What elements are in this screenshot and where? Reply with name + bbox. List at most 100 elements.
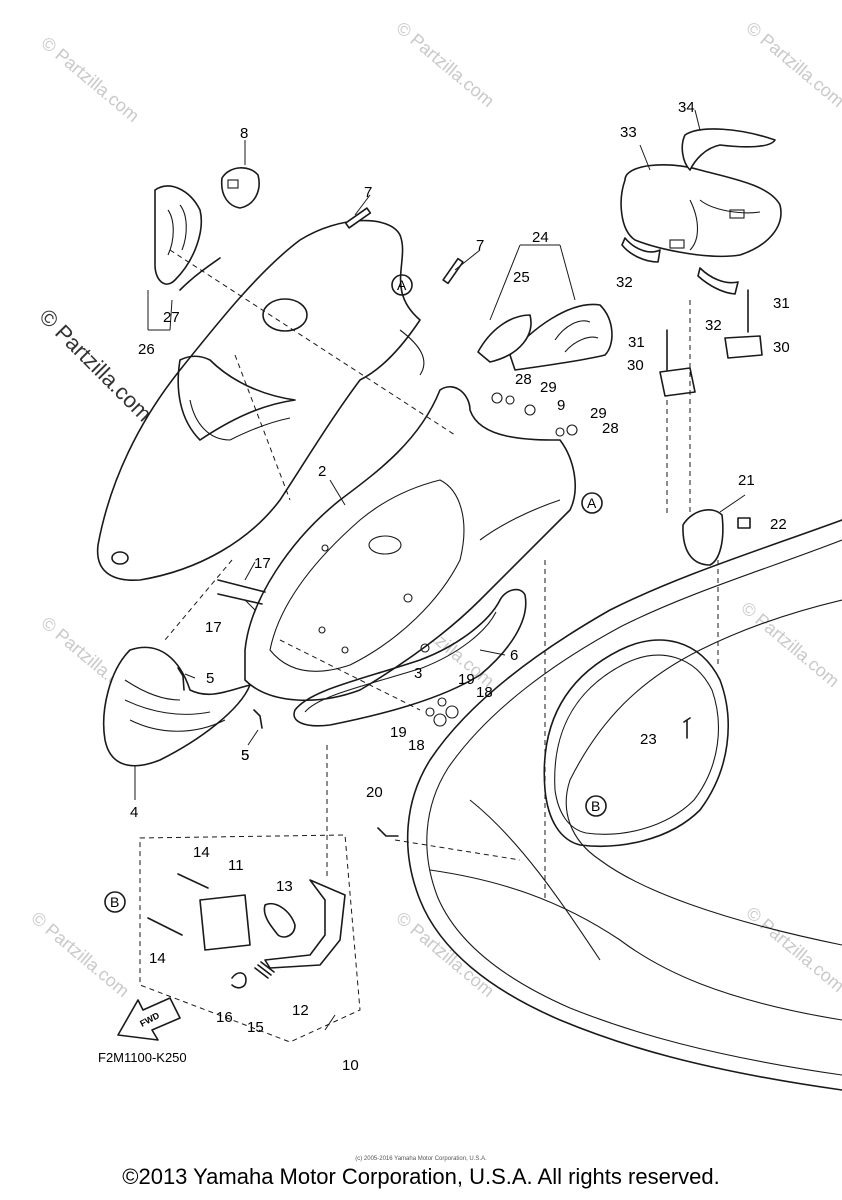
part-14-pin-b — [147, 917, 183, 936]
part-10-kit-outline — [139, 834, 361, 1043]
callout: 30 — [773, 339, 790, 356]
watermark-6: © Partzilla.com — [27, 908, 133, 1001]
part-5-screw-b — [253, 709, 263, 729]
watermark-3: © Partzilla.com — [742, 18, 842, 111]
part-30-bracket-a — [659, 367, 696, 397]
callout: 19 — [390, 724, 407, 741]
part-16-torsion-spring — [231, 972, 247, 989]
part-33-pad — [620, 164, 782, 258]
copyright-notice: ©2013 Yamaha Motor Corporation, U.S.A. A… — [122, 1164, 720, 1189]
callout: 29 — [540, 379, 557, 396]
part-18-nut-a — [445, 705, 459, 719]
part-19-washer-a — [437, 697, 447, 707]
callout: 18 — [408, 737, 425, 754]
callout: 3 — [414, 665, 422, 682]
fwd-arrow-icon — [117, 997, 181, 1041]
callout: 28 — [515, 371, 532, 388]
part-29-washer-b — [555, 427, 565, 437]
ref-marker-b1: B — [585, 795, 607, 817]
callout: 7 — [476, 237, 484, 254]
part-1-hood — [96, 219, 425, 581]
callout: 12 — [292, 1002, 309, 1019]
svg-text:B: B — [591, 798, 600, 814]
part-7-clip-b — [442, 257, 464, 285]
callout: 31 — [773, 295, 790, 312]
diagram-code: F2M1100-K250 — [98, 1050, 187, 1065]
part-15-spring — [254, 961, 275, 979]
part-11-plate — [199, 894, 251, 951]
callout: 19 — [458, 671, 475, 688]
callout: 6 — [510, 647, 518, 664]
callout: 21 — [738, 472, 755, 489]
part-21-cover — [682, 509, 724, 566]
part-26-plate — [154, 185, 221, 291]
part-24-plate — [477, 303, 613, 371]
watermark-2: © Partzilla.com — [392, 18, 498, 111]
callout: 25 — [513, 269, 530, 286]
part-20-screw — [377, 827, 399, 837]
callout: 7 — [364, 184, 372, 201]
callout: 5 — [241, 747, 249, 764]
ref-marker-b2: B — [104, 891, 126, 913]
hull — [406, 519, 842, 1091]
callout: 20 — [366, 784, 383, 801]
svg-text:B: B — [110, 894, 119, 910]
callout: 9 — [557, 397, 565, 414]
part-12-step — [264, 879, 346, 969]
svg-text:A: A — [587, 495, 597, 511]
callout: 32 — [616, 274, 633, 291]
ref-marker-a1: A — [391, 274, 413, 296]
watermark-main: © Partzilla.com — [34, 304, 157, 427]
callout: 10 — [342, 1057, 359, 1074]
callout: 34 — [678, 99, 695, 116]
callout: 30 — [627, 357, 644, 374]
callout: 5 — [241, 747, 249, 764]
callout: 27 — [163, 309, 180, 326]
part-17-bolt-a — [217, 579, 266, 593]
callout: 14 — [149, 950, 166, 967]
part-34-grip — [681, 128, 776, 171]
callout: 5 — [206, 670, 214, 687]
part-14-pin-a — [177, 873, 209, 889]
callout: 8 — [240, 125, 248, 142]
callout: 29 — [590, 405, 607, 422]
part-8-handle — [220, 167, 260, 209]
watermark-1: © Partzilla.com — [37, 33, 143, 126]
callout: 28 — [602, 420, 619, 437]
ref-marker-a2: A — [581, 492, 603, 514]
part-18-nut-b — [433, 713, 447, 727]
part-2-seat-base — [244, 386, 576, 702]
callout: 32 — [705, 317, 722, 334]
tiny-copyright: (c) 2005-2016 Yamaha Motor Corporation, … — [355, 1156, 487, 1162]
callout: 4 — [130, 804, 138, 821]
watermark-8: © Partzilla.com — [742, 903, 842, 996]
callout: 13 — [276, 878, 293, 895]
part-23-screw — [683, 717, 691, 739]
callout: 17 — [254, 555, 271, 572]
assembly-lines — [164, 249, 719, 900]
callout: 33 — [620, 124, 637, 141]
callout: 15 — [247, 1019, 264, 1036]
part-28-nut-a — [491, 392, 503, 404]
callout: 16 — [216, 1009, 233, 1026]
part-4-bracket — [102, 646, 251, 767]
watermark-7: © Partzilla.com — [392, 908, 498, 1001]
part-5-screw-a — [177, 667, 185, 691]
callout: 31 — [628, 334, 645, 351]
callout: 18 — [476, 684, 493, 701]
part-22-nut — [737, 517, 751, 529]
callout: 22 — [770, 516, 787, 533]
part-6-gasket — [293, 588, 527, 727]
part-32-clip-b — [697, 267, 739, 295]
leader-lines — [134, 109, 746, 1031]
callout: 14 — [193, 844, 210, 861]
part-3-bolt — [420, 643, 430, 653]
part-13-roller — [263, 903, 296, 938]
part-9-screw — [524, 404, 536, 416]
callout: 23 — [640, 731, 657, 748]
callout-numbers: 2 3 4 5 5 6 7 7 8 9 10 11 12 13 14 14 15… — [130, 99, 790, 1074]
callout: 17 — [205, 619, 222, 636]
callout: 11 — [228, 857, 244, 874]
part-30-bracket-b — [724, 335, 763, 359]
